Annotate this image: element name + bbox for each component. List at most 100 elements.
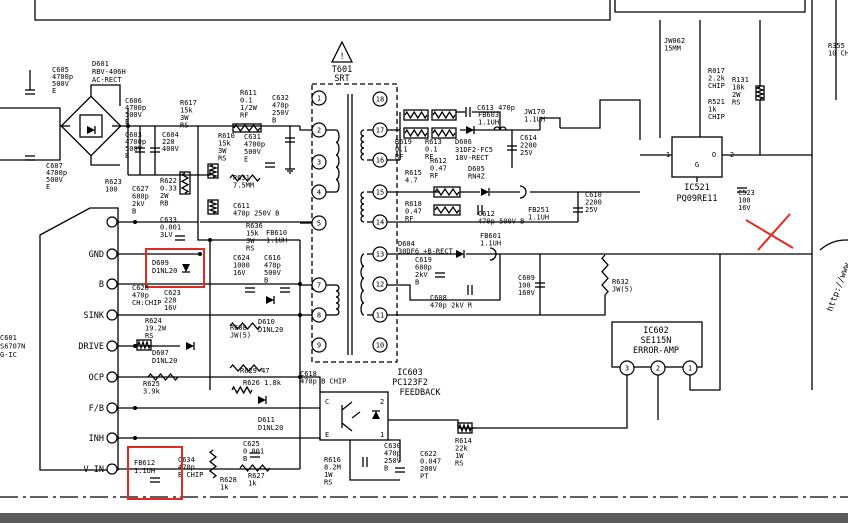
r614-label-line: R614	[455, 437, 472, 445]
t601-pin-5-num: 5	[317, 220, 321, 228]
r613b	[431, 127, 457, 139]
r611	[232, 123, 262, 133]
ic603-ref: IC603	[397, 368, 423, 378]
r615-label-line: 4.7	[405, 177, 418, 185]
r623-label-line: 100	[105, 186, 118, 194]
t601-pin-5	[311, 215, 327, 231]
d605-label-line: D605	[468, 165, 485, 173]
c632-label-line: B	[272, 117, 276, 125]
r619-label-line: R619	[395, 138, 412, 146]
c632-label-line: 470p	[272, 102, 289, 110]
diode-triangle	[372, 411, 380, 419]
c633	[175, 235, 185, 241]
r614-label-line: RS	[455, 460, 463, 468]
r608-label-line: JW(5)	[230, 332, 251, 340]
c611-label-line: C611	[233, 202, 250, 210]
photo-e	[341, 422, 353, 432]
r610-zig	[207, 164, 219, 178]
r617-label-line: 3W	[180, 114, 189, 122]
photo-c	[341, 401, 353, 411]
c624	[245, 287, 255, 293]
c631-label-line: 500V	[244, 148, 262, 156]
resistor-body	[233, 123, 261, 133]
d601-label-line: RBV-406H	[92, 68, 126, 76]
t601-pin-12-num: 12	[376, 281, 384, 289]
d609-label-line: D1NL20	[152, 267, 177, 275]
t601-pin-15-num: 15	[376, 189, 384, 197]
c613-label: C613 470p	[477, 104, 515, 112]
to-regulator	[560, 99, 641, 140]
t601-pin-17-num: 17	[376, 127, 384, 135]
fb603-label-line: 1.1UH	[478, 119, 499, 127]
ic602-p1	[689, 254, 721, 391]
c624-label-line: 1000	[233, 262, 250, 270]
resistor-body	[208, 449, 218, 479]
junction-dot	[298, 313, 302, 317]
r610-label-line: 3W	[218, 147, 227, 155]
ic601-pin-circle	[106, 432, 118, 444]
resistor-body	[434, 187, 460, 197]
d611-label-line: D1NL20	[258, 424, 283, 432]
resistor-body	[229, 364, 263, 372]
jw062-label-line: 15MM	[664, 45, 681, 53]
t601-pin-16-num: 16	[376, 157, 384, 165]
t601-pin-7-num: 7	[317, 282, 321, 290]
ic601-pin-label: OCP	[89, 373, 104, 383]
top-frame-left	[34, 0, 611, 21]
warning-mark: !	[339, 52, 344, 62]
fb603-bead	[493, 126, 507, 131]
watermark-arc	[819, 239, 848, 251]
ic601-label-line: S6707N	[0, 343, 25, 351]
c613-label-line: C613 470p	[477, 104, 515, 112]
c604-label-line: C604	[162, 131, 179, 139]
r613-label-line: R613	[425, 138, 442, 146]
r626	[231, 385, 253, 395]
r625-label-line: 3.9k	[143, 388, 161, 396]
jw170-label-line: JW170	[524, 108, 545, 116]
c619	[435, 272, 445, 278]
t601-pin-14-num: 14	[376, 219, 384, 227]
r627-label-line: R627	[248, 472, 265, 480]
r610-label-line: 15k	[218, 140, 231, 148]
r627-label-line: 1k	[248, 480, 257, 488]
r521-label-line: CHIP	[708, 113, 725, 121]
d601-label-line: D601	[92, 60, 109, 68]
sec-coil-2	[360, 191, 365, 223]
r610-label-line: R610	[218, 132, 235, 140]
ic603-body	[319, 391, 389, 441]
r623-label-line: R623	[105, 178, 122, 186]
c623-label-line: C623	[164, 289, 181, 297]
c612	[477, 205, 483, 215]
c630	[362, 457, 368, 467]
ic601-pin-label: F/B	[89, 404, 104, 414]
r631	[229, 173, 261, 183]
resistor-body	[432, 128, 456, 138]
c612-label-line: C612	[478, 210, 495, 218]
ic521-part: PQ09RE11	[677, 194, 718, 204]
c604-label-line: 220	[162, 138, 175, 146]
r616-label-line: 8.2M	[324, 464, 341, 472]
c622-label-line: 0.047	[420, 458, 441, 466]
r613-zig	[432, 110, 456, 120]
c630-label-line: 470p	[384, 450, 401, 458]
r624-label-line: RS	[145, 332, 153, 340]
fb612-label-line: 1.1UH	[134, 467, 155, 475]
inh-wire	[135, 437, 321, 440]
r629	[229, 364, 263, 372]
c604-label-line: 400V	[162, 145, 180, 153]
t601-pin-18-num: 18	[376, 96, 384, 104]
